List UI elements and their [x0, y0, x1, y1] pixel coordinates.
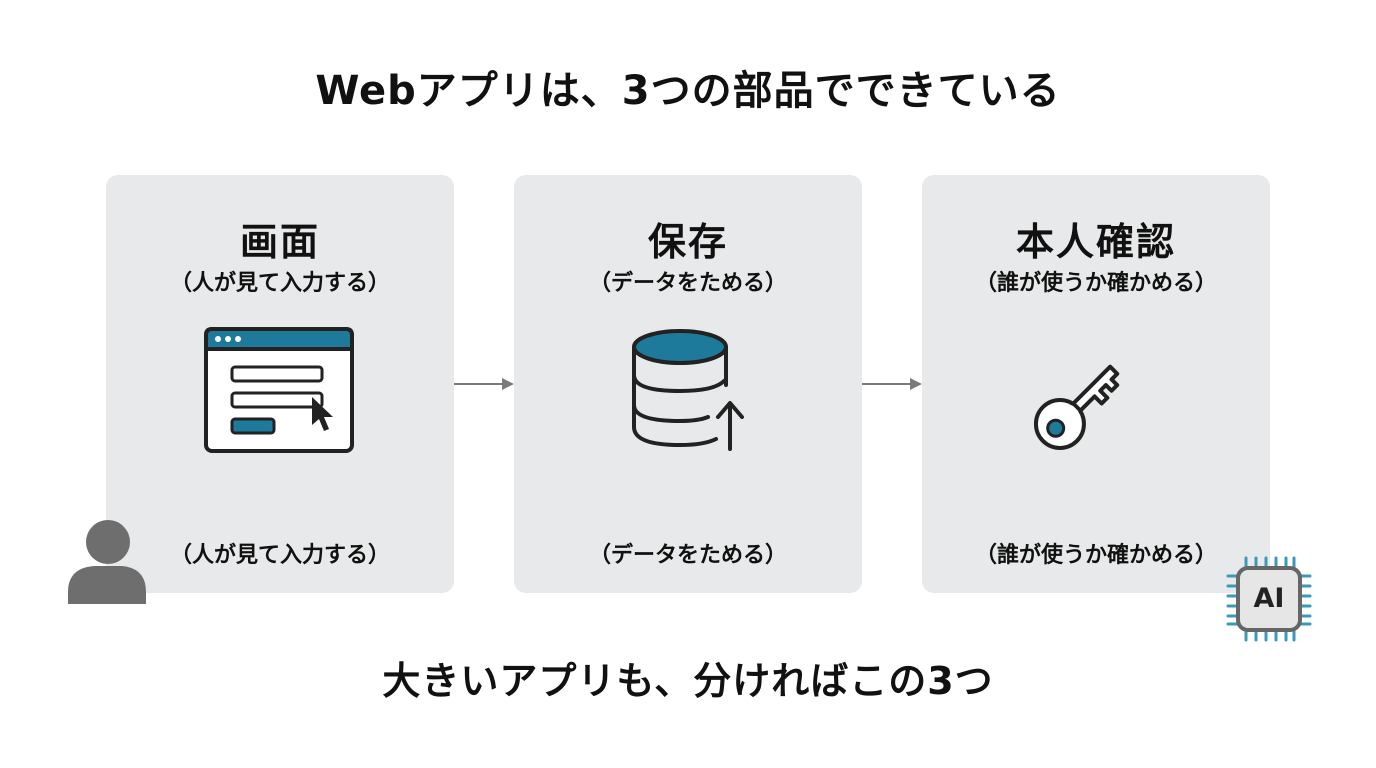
- ai-chip-icon: [1226, 556, 1312, 642]
- card-bottom-label: （人が見て入力する）: [169, 543, 390, 568]
- person-icon: [68, 520, 146, 604]
- arrow-right-icon: [862, 378, 922, 390]
- card-storage: 保存 （データをためる） （データをためる）: [514, 175, 862, 593]
- card-authentication: 本人確認 （誰が使うか確かめる） （誰が使うか確かめる）: [922, 175, 1270, 593]
- ai-label: AI: [1253, 583, 1285, 614]
- card-title: 保存: [647, 220, 728, 264]
- ai-chip-badge: AI: [1226, 556, 1312, 642]
- page-title: Webアプリは、3つの部品でできている: [315, 68, 1061, 114]
- card-subtitle: （データをためる）: [588, 271, 787, 296]
- key-icon: [1033, 364, 1120, 450]
- card-title: 画面: [239, 220, 320, 264]
- card-subtitle: （人が見て入力する）: [169, 271, 390, 296]
- card-bottom-label: （データをためる）: [588, 543, 787, 568]
- card-title: 本人確認: [1015, 220, 1176, 264]
- card-bottom-label: （誰が使うか確かめる）: [974, 543, 1217, 568]
- card-subtitle: （誰が使うか確かめる）: [974, 271, 1217, 296]
- card-screen: 画面 （人が見て入力する） （人が見て入力する）: [106, 175, 454, 593]
- arrow-right-icon: [454, 378, 514, 390]
- footer-caption: 大きいアプリも、分ければこの3つ: [382, 659, 994, 703]
- browser-window-form-icon: [204, 327, 354, 453]
- database-upload-icon: [632, 329, 744, 451]
